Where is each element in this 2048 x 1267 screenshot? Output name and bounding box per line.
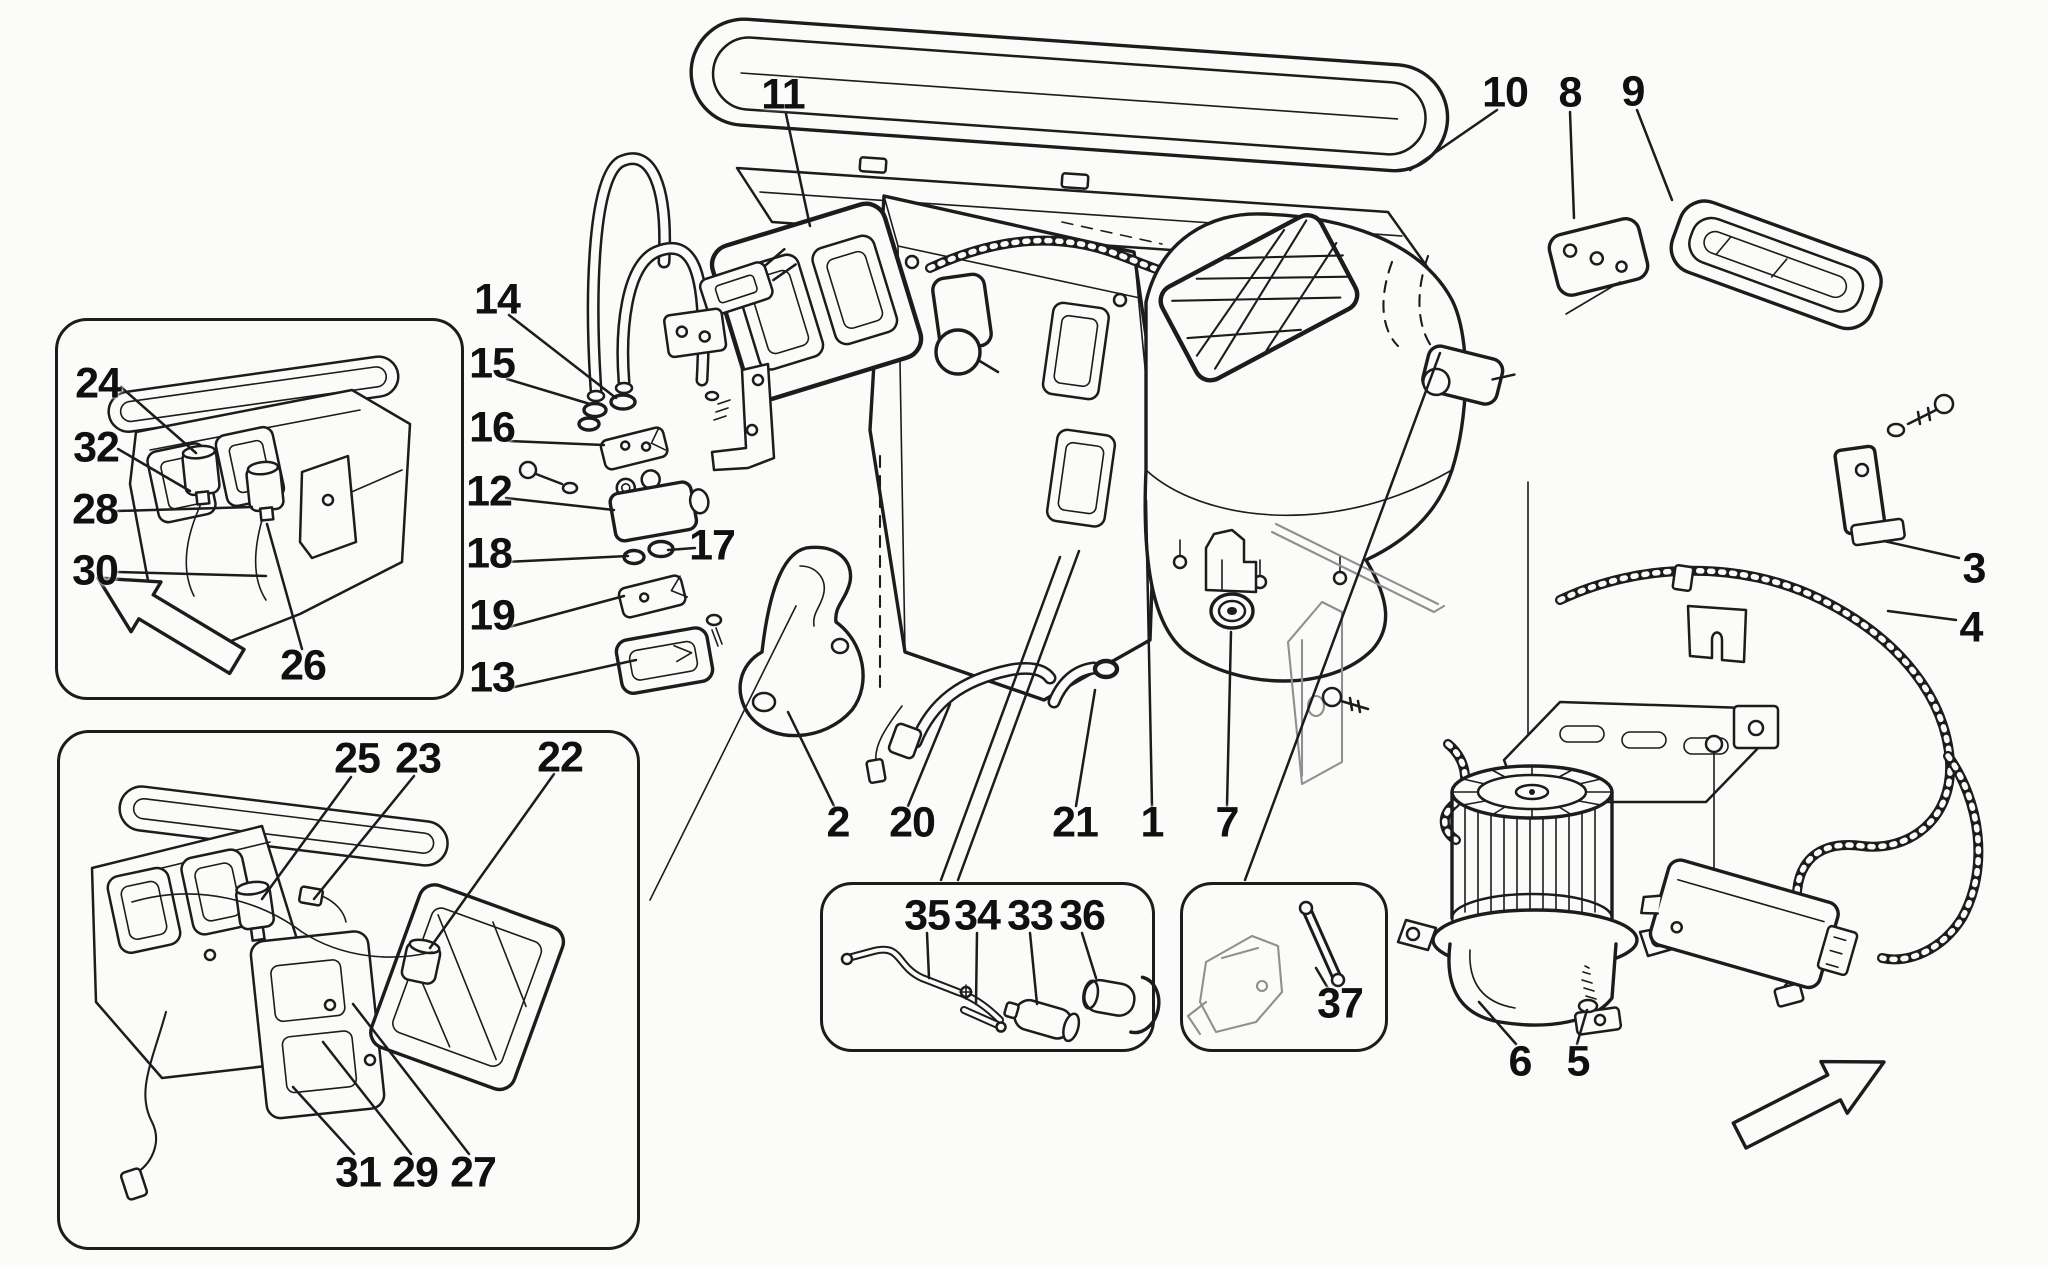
callout-33: 33 <box>1007 891 1054 940</box>
mounting-foot <box>518 460 865 901</box>
callout-16: 16 <box>469 403 516 452</box>
inset-detail-control-rod <box>820 882 1155 1052</box>
inset-control-rod-art <box>840 945 1161 1043</box>
callout-2: 2 <box>826 798 851 847</box>
callout-17: 17 <box>689 521 736 570</box>
callout-23: 23 <box>395 734 442 783</box>
hoses <box>865 658 1120 784</box>
callout-8: 8 <box>1558 68 1583 117</box>
callout-19: 19 <box>469 591 516 640</box>
callout-11: 11 <box>761 70 805 119</box>
callout-9: 9 <box>1621 67 1646 116</box>
inset-detail-top-left <box>55 318 464 700</box>
inset-detail-bottom-left <box>57 730 640 1250</box>
callout-13: 13 <box>469 653 516 702</box>
servo-b <box>245 460 285 522</box>
callout-1: 1 <box>1140 798 1165 847</box>
callout-25: 25 <box>334 734 381 783</box>
callout-32: 32 <box>73 423 120 472</box>
callout-27: 27 <box>450 1148 497 1197</box>
callout-4: 4 <box>1959 603 1984 652</box>
inset-link-rod-art <box>1186 900 1346 1036</box>
callout-34: 34 <box>954 891 1001 940</box>
callout-26: 26 <box>280 641 327 690</box>
direction-arrow-up-right <box>1731 1059 1886 1150</box>
expansion-valve-parts <box>599 247 797 695</box>
flap-servo-motor <box>931 272 1000 376</box>
fixing-bracket <box>1833 393 1955 547</box>
callout-20: 20 <box>889 798 936 847</box>
duct-bezel <box>1669 199 1883 331</box>
callout-30: 30 <box>72 546 119 595</box>
inset-top-left-art <box>107 355 412 652</box>
callout-5: 5 <box>1566 1037 1591 1086</box>
callout-24: 24 <box>75 359 122 408</box>
defroster-duct-seal <box>689 17 1450 173</box>
direction-arrow-up-left <box>96 576 246 676</box>
callout-15: 15 <box>469 339 516 388</box>
evaporator-servo-motor <box>1421 344 1516 406</box>
expansion-valve <box>608 469 710 543</box>
callout-18: 18 <box>466 529 513 578</box>
servo-a <box>181 444 221 506</box>
callout-10: 10 <box>1482 68 1529 117</box>
inset-bottom-left-art <box>90 785 566 1201</box>
callout-35: 35 <box>904 891 951 940</box>
callout-12: 12 <box>466 467 513 516</box>
callout-21: 21 <box>1052 798 1099 847</box>
cover-plate <box>1547 217 1650 297</box>
evaporator-housing <box>1143 212 1516 683</box>
blower-screw <box>1577 965 1599 1014</box>
blower-motor <box>1396 764 1678 1036</box>
callout-14: 14 <box>474 275 521 324</box>
callout-28: 28 <box>72 485 119 534</box>
leader-lines <box>115 108 1961 1156</box>
callout-29: 29 <box>392 1148 439 1197</box>
heater-pipes <box>577 152 710 432</box>
callout-3: 3 <box>1962 544 1987 593</box>
body-bracket <box>1270 522 1446 786</box>
grommet <box>1204 528 1258 630</box>
callout-7: 7 <box>1215 798 1240 847</box>
cover-plate-axis-line <box>1565 281 1621 315</box>
inset-detail-link-rod <box>1180 882 1388 1052</box>
callout-37: 37 <box>1317 979 1364 1028</box>
callout-6: 6 <box>1508 1037 1533 1086</box>
callout-31: 31 <box>335 1148 382 1197</box>
control-module <box>1640 858 1859 990</box>
callout-22: 22 <box>537 733 584 782</box>
callout-36: 36 <box>1059 891 1106 940</box>
